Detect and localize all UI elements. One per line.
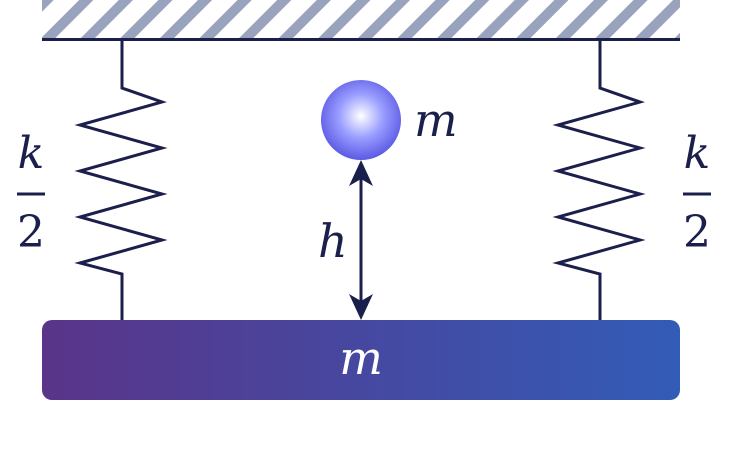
right-spring-constant: k 2 (683, 128, 711, 258)
right-k-numerator: k (684, 128, 711, 179)
height-label: h (318, 214, 348, 268)
left-k-denominator: 2 (17, 207, 45, 258)
height-arrow (349, 160, 373, 320)
left-k-numerator: k (18, 128, 45, 179)
left-spring-constant: k 2 (17, 128, 45, 258)
right-spring (552, 40, 646, 321)
ceiling-hatch (42, 0, 680, 38)
right-k-denominator: 2 (683, 207, 711, 258)
plate-mass-label: m (339, 331, 383, 385)
left-spring (74, 40, 168, 321)
ball (321, 80, 401, 160)
plate (42, 320, 680, 400)
ball-mass-label: m (414, 93, 458, 147)
